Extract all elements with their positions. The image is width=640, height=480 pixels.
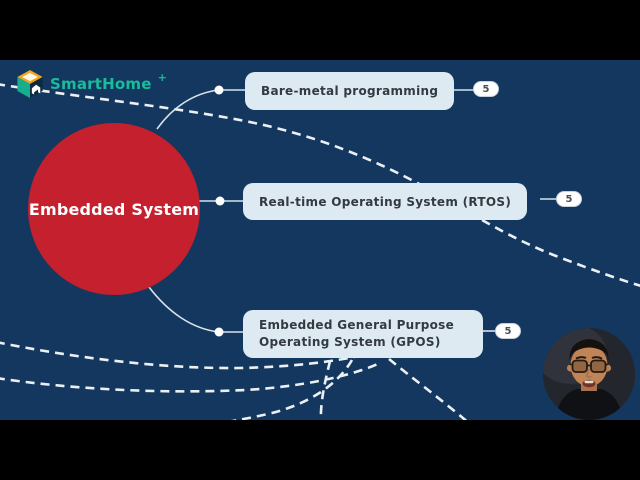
count-badge-gpos[interactable]: 5 xyxy=(495,323,521,339)
root-topic-label: Embedded System xyxy=(28,199,200,219)
connector-dots xyxy=(214,85,225,337)
topic-label: Embedded General Purpose Operating Syste… xyxy=(259,317,455,349)
brand-name: SmartHome xyxy=(50,75,152,93)
count-badge-value: 5 xyxy=(565,193,573,205)
video-content: SmartHome + Embedded System Bare-metal p… xyxy=(0,60,640,420)
topic-node-rtos[interactable]: Real-time Operating System (RTOS) xyxy=(243,183,528,220)
count-badge-value: 5 xyxy=(504,325,512,337)
brand-plus: + xyxy=(157,71,167,84)
presenter-avatar xyxy=(543,328,635,420)
letterbox-top xyxy=(0,0,640,60)
count-badge-value: 5 xyxy=(482,83,490,95)
topic-node-gpos[interactable]: Embedded General Purpose Operating Syste… xyxy=(243,310,483,358)
root-topic-node[interactable]: Embedded System xyxy=(28,123,200,295)
count-badge-rtos[interactable]: 5 xyxy=(556,191,582,207)
brand-logo: SmartHome + xyxy=(16,69,167,103)
count-badge-bare-metal[interactable]: 5 xyxy=(473,81,499,97)
dashed-curves xyxy=(0,83,640,420)
letterbox-bottom xyxy=(0,420,640,480)
smarthome-cube-icon xyxy=(16,69,44,103)
webcam-overlay xyxy=(543,328,635,420)
topic-node-bare-metal[interactable]: Bare-metal programming xyxy=(245,72,455,110)
background-decor xyxy=(0,83,640,420)
topic-label: Bare-metal programming xyxy=(261,84,439,98)
topic-label: Real-time Operating System (RTOS) xyxy=(259,194,512,209)
